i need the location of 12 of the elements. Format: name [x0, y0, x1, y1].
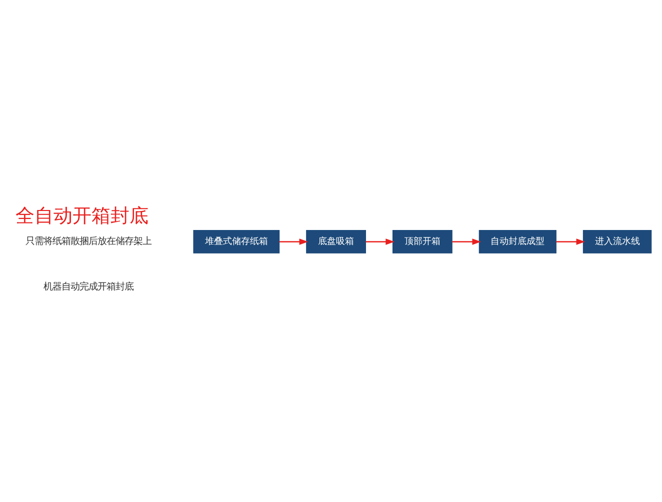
node-box: 堆叠式储存纸箱: [193, 230, 280, 253]
node-box: 自动封底成型: [478, 230, 556, 253]
diagram-title: 全自动开箱封底: [16, 204, 149, 227]
arrow: [452, 238, 482, 244]
label: 机器自动完成开箱封底: [44, 280, 134, 292]
label: 只需将纸箱散捆后放在储存架上: [26, 235, 152, 246]
arrow: [279, 238, 308, 244]
arrow: [556, 238, 586, 244]
node-box: 进入流水线: [582, 230, 652, 253]
node-box: 顶部开箱: [392, 230, 452, 253]
arrow: [366, 238, 394, 244]
node-box: 底盘吸箱: [306, 230, 366, 253]
